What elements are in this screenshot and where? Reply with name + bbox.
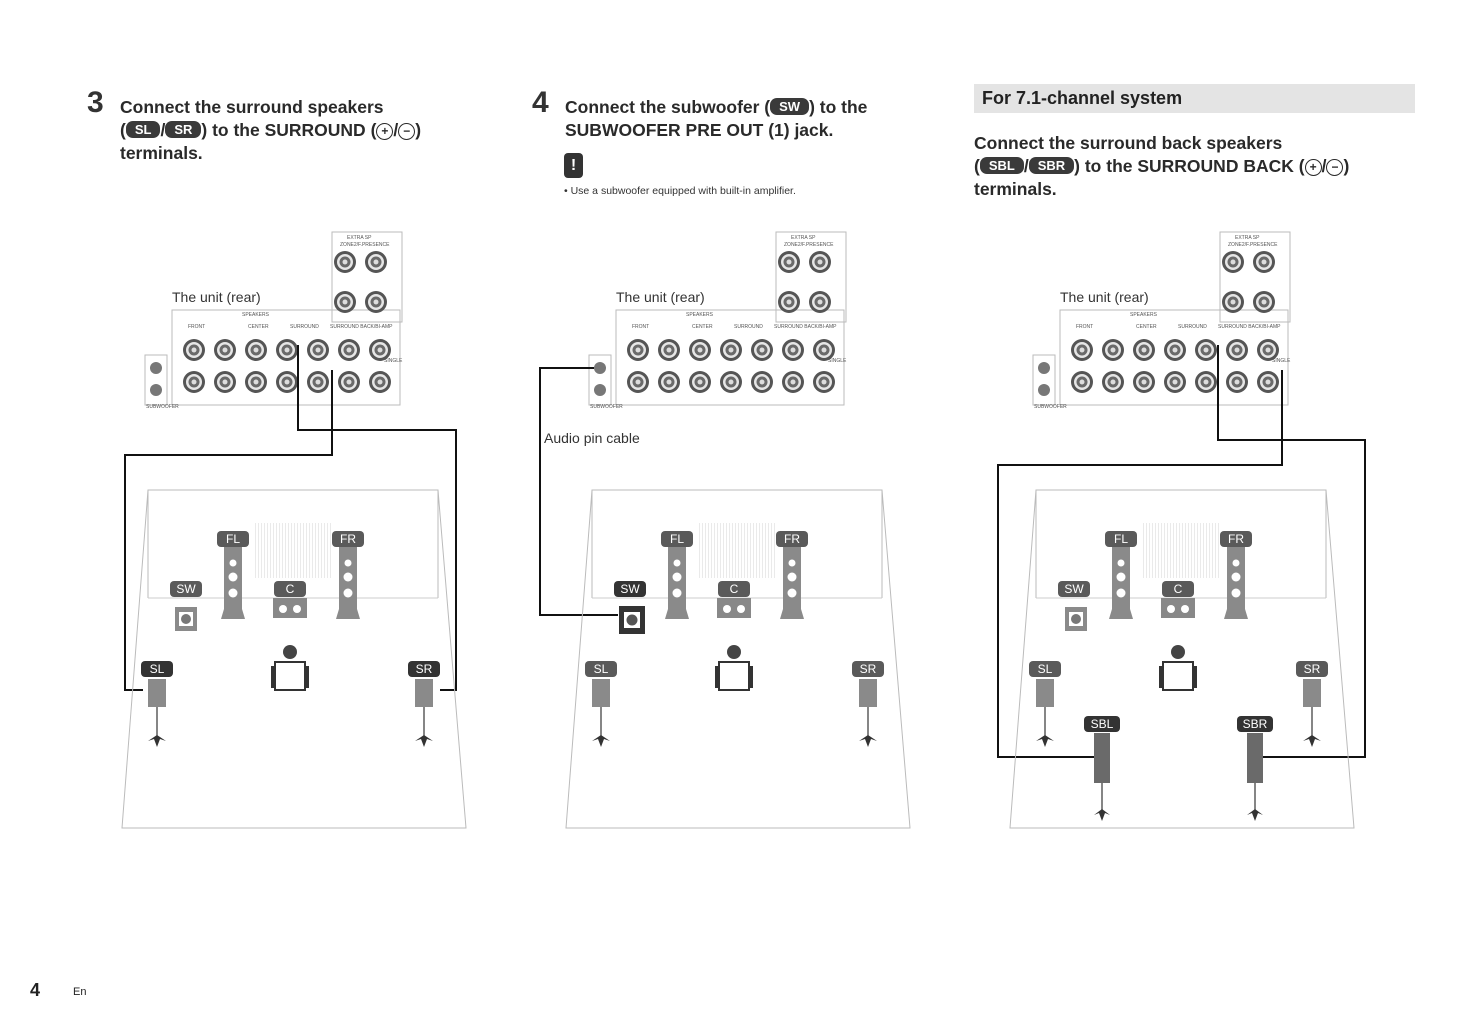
minus-symbol-icon: − <box>1326 159 1344 176</box>
panel-zone2: ZONE2/F.PRESENCE <box>1228 242 1278 248</box>
panel-front: FRONT <box>632 324 649 330</box>
panel-center: CENTER <box>692 324 713 330</box>
badge-sr: SR <box>416 662 433 676</box>
room-outline <box>121 489 467 829</box>
seven-one-line1: Connect the surround back speakers <box>974 133 1283 153</box>
panel-extra-sp: EXTRA SP <box>347 235 372 241</box>
panel-surround-back: SURROUND BACK/BI-AMP <box>774 324 837 330</box>
badge-fr: FR <box>340 532 356 546</box>
step3-line2: (SL/SR) to the SURROUND (+/−) <box>120 120 422 140</box>
step-number-3: 3 <box>87 86 104 119</box>
seven-one-banner: For 7.1-channel system <box>974 84 1415 113</box>
diagram-step3 <box>121 231 467 829</box>
diagram-step4 <box>539 231 911 829</box>
sl-chip: SL <box>125 121 161 138</box>
panel-front: FRONT <box>1076 324 1093 330</box>
panel-subwoofer: SUBWOOFER <box>146 404 179 410</box>
badge-sr: SR <box>1304 662 1321 676</box>
panel-speakers: SPEAKERS <box>1130 312 1158 318</box>
badge-sw: SW <box>620 582 640 596</box>
diagram-seven-one <box>997 231 1366 829</box>
seven-one-heading: Connect the surround back speakers (SBL/… <box>974 132 1394 201</box>
badge-sl: SL <box>1038 662 1053 676</box>
panel-speakers: SPEAKERS <box>686 312 714 318</box>
caution-icon: ! <box>564 153 583 178</box>
badge-fl: FL <box>1114 532 1128 546</box>
panel-surround-back: SURROUND BACK/BI-AMP <box>1218 324 1281 330</box>
panel-zone2: ZONE2/F.PRESENCE <box>784 242 834 248</box>
panel-surround: SURROUND <box>290 324 319 330</box>
step3-line2-text: to the SURROUND <box>212 120 366 140</box>
audio-pin-cable-label: Audio pin cable <box>544 430 640 446</box>
panel-subwoofer: SUBWOOFER <box>1034 404 1067 410</box>
step4-line1-b: ) to the <box>809 97 868 117</box>
badge-sl: SL <box>594 662 609 676</box>
plus-symbol-icon: + <box>1304 159 1322 176</box>
seven-one-line3: terminals. <box>974 179 1057 199</box>
unit-rear-label: The unit (rear) <box>172 289 261 305</box>
panel-front: FRONT <box>188 324 205 330</box>
badge-c: C <box>730 582 739 596</box>
step3-heading: Connect the surround speakers (SL/SR) to… <box>120 96 500 165</box>
step4-line1: Connect the subwoofer (SW) to the <box>565 96 945 119</box>
step4-line2: SUBWOOFER PRE OUT (1) jack. <box>565 120 834 140</box>
page-number: 4 <box>30 980 41 1000</box>
badge-fl: FL <box>670 532 684 546</box>
step3-line1: Connect the surround speakers <box>120 97 384 117</box>
badge-fl: FL <box>226 532 240 546</box>
badge-c: C <box>1174 582 1183 596</box>
badge-fr: FR <box>1228 532 1244 546</box>
panel-center: CENTER <box>1136 324 1157 330</box>
step4-heading: Connect the subwoofer (SW) to the SUBWOO… <box>565 96 945 142</box>
panel-surround: SURROUND <box>734 324 763 330</box>
sw-chip: SW <box>770 98 810 115</box>
sbl-chip: SBL <box>979 157 1024 174</box>
sr-chip: SR <box>165 121 202 138</box>
badge-fr: FR <box>784 532 800 546</box>
sbr-chip: SBR <box>1028 157 1075 174</box>
panel-extra-sp: EXTRA SP <box>791 235 816 241</box>
panel-single: SINGLE <box>1272 358 1291 364</box>
unit-rear-panel <box>144 231 403 406</box>
badge-sl: SL <box>150 662 165 676</box>
plus-symbol-icon: + <box>376 123 394 140</box>
step-number-4: 4 <box>532 86 549 119</box>
badge-sbl: SBL <box>1091 717 1114 731</box>
page-language: En <box>73 986 87 998</box>
badge-sr: SR <box>860 662 877 676</box>
panel-center: CENTER <box>248 324 269 330</box>
step4-line1-a: Connect the subwoofer ( <box>565 97 771 117</box>
panel-surround-back: SURROUND BACK/BI-AMP <box>330 324 393 330</box>
seven-one-line2: (SBL/SBR) to the SURROUND BACK (+/−) <box>974 156 1350 176</box>
room-outline <box>1009 489 1355 829</box>
step3-line3: terminals. <box>120 143 203 163</box>
badge-sw: SW <box>176 582 196 596</box>
unit-rear-label: The unit (rear) <box>1060 289 1149 305</box>
panel-subwoofer: SUBWOOFER <box>590 404 623 410</box>
minus-symbol-icon: − <box>398 123 416 140</box>
seven-one-line2-text: to the SURROUND BACK <box>1084 156 1294 176</box>
step4-note: • Use a subwoofer equipped with built-in… <box>564 185 796 197</box>
unit-rear-label: The unit (rear) <box>616 289 705 305</box>
panel-surround: SURROUND <box>1178 324 1207 330</box>
room-outline <box>565 489 911 829</box>
panel-single: SINGLE <box>828 358 847 364</box>
unit-rear-panel <box>588 231 847 406</box>
badge-c: C <box>286 582 295 596</box>
panel-speakers: SPEAKERS <box>242 312 270 318</box>
unit-rear-panel <box>1032 231 1291 406</box>
panel-zone2: ZONE2/F.PRESENCE <box>340 242 390 248</box>
badge-sw: SW <box>1064 582 1084 596</box>
badge-sbr: SBR <box>1243 717 1268 731</box>
panel-single: SINGLE <box>384 358 403 364</box>
panel-extra-sp: EXTRA SP <box>1235 235 1260 241</box>
